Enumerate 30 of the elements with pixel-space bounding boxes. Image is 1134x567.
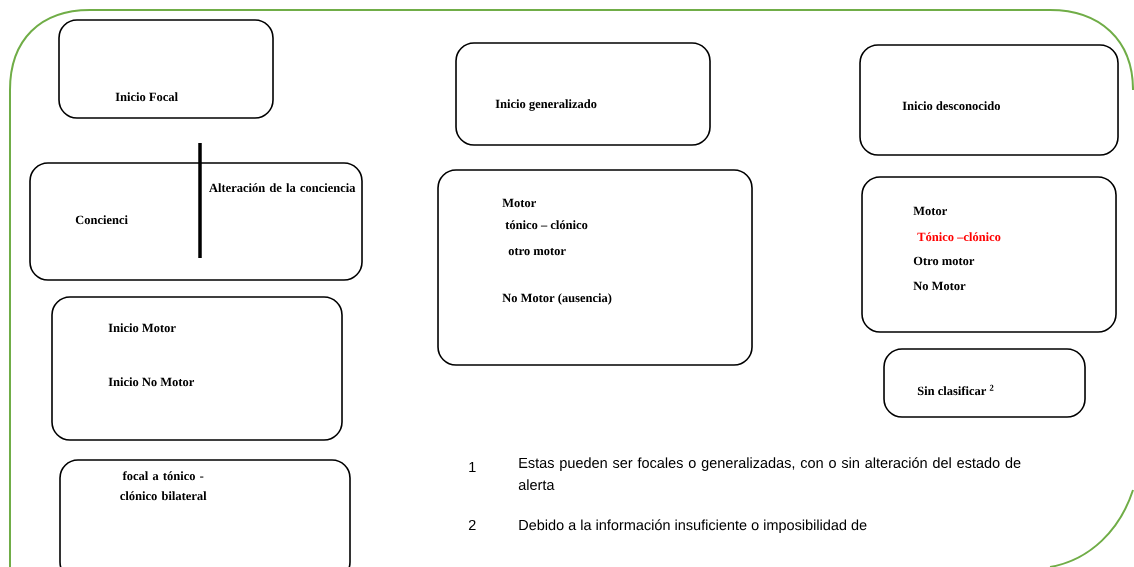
- rounded-box: [883, 348, 1086, 418]
- rounded-box: [437, 169, 753, 366]
- rounded-box: [455, 42, 711, 146]
- box-text: Otro motor: [913, 256, 975, 266]
- note-text: 1: [469, 462, 476, 472]
- box-text: Motor: [502, 198, 536, 208]
- box-text: Sin clasificar $^{2}$: [917, 384, 994, 396]
- rounded-box: [51, 296, 343, 441]
- box-text: Concienci: [75, 215, 128, 225]
- box-text: Inicio Focal: [115, 92, 178, 102]
- rounded-box: [859, 44, 1119, 156]
- box-text: tónico – clónico: [505, 220, 588, 230]
- box-text: Inicio generalizado: [495, 99, 597, 111]
- rounded-box: [59, 459, 351, 567]
- rounded-box: [58, 19, 274, 119]
- box-text: Motor: [913, 206, 947, 216]
- box-text: No Motor (ausencia): [502, 293, 612, 305]
- note-text: Debido a la información insuficiente o imposibilidad de: [519, 519, 867, 533]
- box-text: Inicio desconocido: [902, 101, 1000, 111]
- box-text: Tónico –clónico: [917, 232, 1001, 242]
- rounded-box: [29, 162, 363, 281]
- box-text: Alteración de la conciencia: [209, 183, 356, 192]
- box-text: No Motor: [913, 281, 966, 291]
- box-text: Inicio No Motor: [108, 377, 195, 387]
- box-text: focal a tónico - clónico bilateral: [120, 471, 207, 501]
- note-text: 2: [468, 519, 476, 530]
- note-text: Estas pueden ser focales o generalizadas, con o sin alteración del estado de alerta: [518, 457, 1021, 490]
- box-text: otro motor: [508, 247, 566, 256]
- rounded-box: [861, 176, 1117, 333]
- box-text: Inicio Motor: [108, 323, 176, 333]
